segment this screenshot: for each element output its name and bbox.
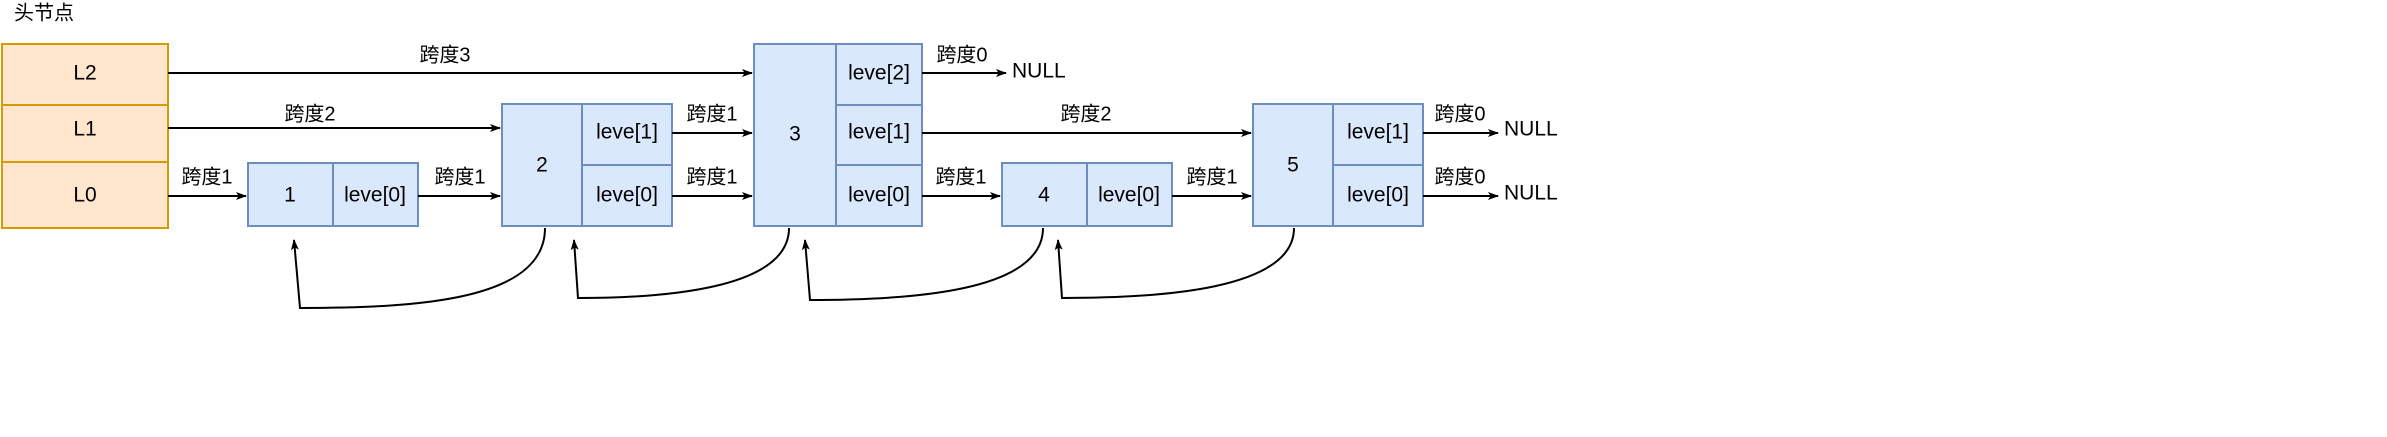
edge-label-node3-l1: 跨度2 bbox=[1060, 102, 1111, 125]
head-cell-l0 bbox=[1, 161, 169, 229]
head-label-l2: L2 bbox=[73, 62, 96, 85]
edge-label-node2-l0: 跨度1 bbox=[686, 165, 737, 188]
edge-label-head-l0: 跨度1 bbox=[181, 165, 232, 188]
head-label-l0: L0 bbox=[73, 184, 96, 207]
node-2-level0-label: leve[0] bbox=[596, 184, 658, 207]
node-5-level0-label: leve[0] bbox=[1347, 184, 1409, 207]
edge-label-node5-l1: 跨度0 bbox=[1434, 102, 1485, 125]
node-2-level1-label: leve[1] bbox=[596, 121, 658, 144]
node-5-level1-label: leve[1] bbox=[1347, 121, 1409, 144]
node-5-level0-cell bbox=[1332, 164, 1424, 227]
edge-label-node5-l0: 跨度0 bbox=[1434, 165, 1485, 188]
node-5: 5 leve[1] leve[0] bbox=[1252, 103, 1424, 227]
node-1-level0-label: leve[0] bbox=[344, 184, 406, 207]
diagram-title: 头节点 bbox=[14, 1, 74, 24]
node-3-value: 3 bbox=[789, 123, 801, 146]
edge-label-node1-l0: 跨度1 bbox=[434, 165, 485, 188]
node-2-value-cell bbox=[501, 103, 583, 227]
backward-edge-node3-to-node2 bbox=[570, 227, 790, 300]
edge-label-head-l1: 跨度2 bbox=[284, 102, 335, 125]
node-2-level0-cell bbox=[581, 164, 673, 227]
backward-edge-node4-to-node3 bbox=[801, 227, 1044, 302]
null-label-bottom: NULL bbox=[1504, 182, 1558, 205]
node-1: 1 leve[0] bbox=[247, 162, 419, 227]
edge-label-node3-l2: 跨度0 bbox=[936, 43, 987, 66]
edge-label-node4-l0: 跨度1 bbox=[1186, 165, 1237, 188]
node-4-value-cell bbox=[1001, 162, 1088, 227]
edge-label-head-l2: 跨度3 bbox=[419, 43, 470, 66]
node-4-level0-cell bbox=[1086, 162, 1173, 227]
head-cell-l1 bbox=[1, 104, 169, 163]
node-5-value: 5 bbox=[1287, 154, 1299, 177]
null-label-top: NULL bbox=[1012, 60, 1066, 83]
backward-edges bbox=[290, 227, 1295, 310]
node-3-level2-label: leve[2] bbox=[848, 62, 910, 85]
node-3-level1-label: leve[1] bbox=[848, 121, 910, 144]
backward-edge-node2-to-node1 bbox=[290, 227, 546, 310]
head-label-l1: L1 bbox=[73, 118, 96, 141]
node-3-level0-cell bbox=[835, 164, 923, 227]
edge-label-node3-l0: 跨度1 bbox=[935, 165, 986, 188]
null-labels: NULL NULL NULL bbox=[1012, 60, 1558, 205]
node-2: 2 leve[1] leve[0] bbox=[501, 103, 673, 227]
backward-edge-node5-to-node4 bbox=[1054, 227, 1295, 300]
forward-edges: 跨度3 跨度2 跨度1 跨度1 跨度1 跨度1 跨度0 跨度2 跨度1 跨度1 … bbox=[168, 43, 1499, 200]
node-3-level1-cell bbox=[835, 104, 923, 166]
null-label-mid: NULL bbox=[1504, 118, 1558, 141]
node-3-level0-label: leve[0] bbox=[848, 184, 910, 207]
node-4-level0-label: leve[0] bbox=[1098, 184, 1160, 207]
node-5-level1-cell bbox=[1332, 103, 1424, 166]
edge-label-node2-l1: 跨度1 bbox=[686, 102, 737, 125]
node-3-value-cell bbox=[753, 43, 837, 227]
node-3: 3 leve[2] leve[1] leve[0] bbox=[753, 43, 923, 227]
node-4: 4 leve[0] bbox=[1001, 162, 1173, 227]
node-2-value: 2 bbox=[536, 154, 548, 177]
head-cell-l2 bbox=[1, 43, 169, 106]
node-3-level2-cell bbox=[835, 43, 923, 106]
node-1-level0-cell bbox=[332, 162, 419, 227]
head-node: L2 L1 L0 bbox=[1, 43, 169, 229]
node-1-value: 1 bbox=[284, 184, 296, 207]
node-4-value: 4 bbox=[1038, 184, 1050, 207]
